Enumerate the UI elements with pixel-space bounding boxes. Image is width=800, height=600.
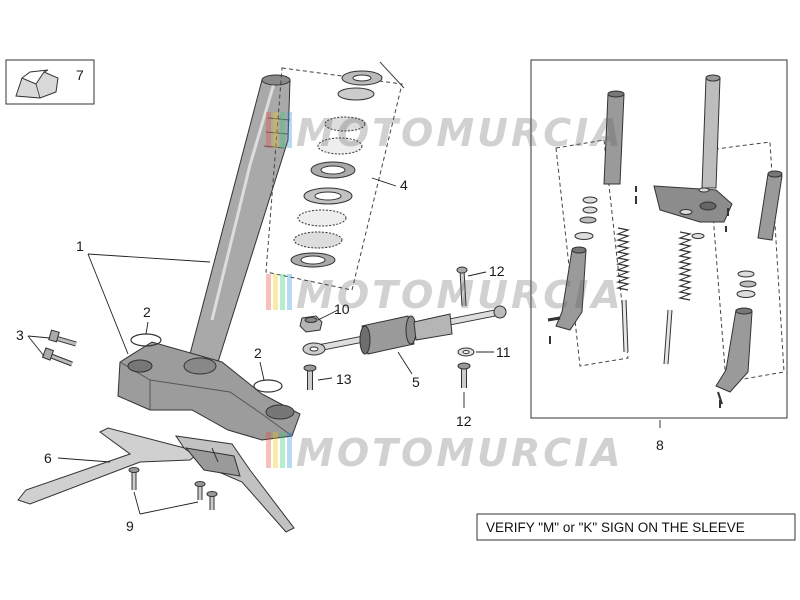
part-6-bracket — [17, 427, 295, 533]
verify-note: VERIFY "M" or "K" SIGN ON THE SLEEVE — [476, 513, 796, 541]
callout-4: 4 — [400, 177, 408, 193]
callout-13: 13 — [336, 371, 352, 387]
part-3-bolts — [41, 329, 77, 367]
watermark-text-top: MOTOMURCIA — [296, 111, 624, 155]
part-10-upper-bolt — [456, 266, 468, 307]
verify-note-text: VERIFY "M" or "K" SIGN ON THE SLEEVE — [486, 520, 745, 535]
part-13-bolt — [303, 364, 317, 390]
part-10-nut — [299, 315, 323, 333]
callout-7: 7 — [76, 67, 84, 83]
watermark-middle: MOTOMURCIA — [266, 273, 624, 317]
part-2-ring-right — [253, 379, 283, 393]
callout-10-damper: 10 — [334, 301, 350, 317]
callout-9: 9 — [126, 518, 134, 534]
part-7-box — [5, 59, 95, 105]
callout-12-upper: 12 — [489, 263, 505, 279]
part-8-front-fork-box — [530, 59, 788, 419]
part-12-bolt — [457, 362, 471, 388]
callout-6: 6 — [44, 450, 52, 466]
watermark-text-bottom: MOTOMURCIA — [296, 431, 624, 475]
part-4-bearing-kit — [265, 61, 405, 291]
part-9-screws — [128, 467, 218, 510]
callout-2-left: 2 — [143, 304, 151, 320]
part-5-steering-damper — [302, 305, 507, 356]
callout-3: 3 — [16, 327, 24, 343]
callout-8: 8 — [656, 437, 664, 453]
watermark-text-middle: MOTOMURCIA — [296, 273, 624, 317]
callout-1: 1 — [76, 238, 84, 254]
part-11-washer — [457, 347, 475, 357]
callout-2-right: 2 — [254, 345, 262, 361]
leader-lines — [27, 177, 661, 515]
part-1-steering-stem — [117, 74, 301, 441]
watermark-bottom: MOTOMURCIA — [266, 431, 624, 475]
callout-11: 11 — [496, 344, 511, 360]
callout-5: 5 — [412, 374, 420, 390]
callout-12-lower: 12 — [456, 413, 472, 429]
watermark-top: MOTOMURCIA — [266, 111, 624, 155]
part-2-ring-left — [130, 333, 162, 347]
